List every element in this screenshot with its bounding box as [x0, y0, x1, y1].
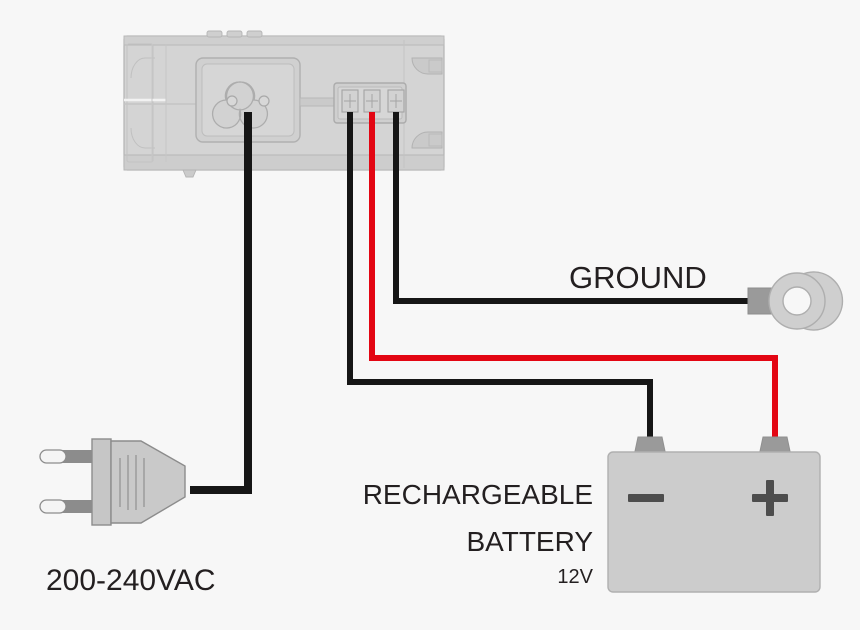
plug-body: [110, 440, 186, 524]
battery-label-line1: RECHARGEABLE: [363, 479, 593, 510]
psu-right-slot-top: [428, 59, 443, 73]
psu-bottom-foot: [182, 169, 197, 178]
plug-pin-upper-tip: [39, 449, 67, 464]
battery-plus-symbol-vertical: [766, 480, 774, 516]
ground-label: GROUND: [569, 260, 707, 295]
wire-harness: [190, 112, 778, 494]
plug-flange: [91, 438, 112, 526]
ac-mains-wire: [190, 112, 252, 494]
battery-negative-wire: [347, 112, 653, 440]
c8-socket-hole-right: [258, 95, 270, 107]
ac-supply-label: 200-240VAC: [46, 564, 216, 597]
psu-left-arc-bottom: [130, 127, 155, 149]
psu-center-tab: [299, 97, 337, 107]
battery-voltage-label: 12V: [557, 566, 593, 588]
psu-left-arc-top: [130, 57, 155, 79]
psu-left-endcap: [126, 43, 154, 163]
psu-top-nub: [246, 30, 263, 38]
psu-top-nub: [226, 30, 243, 38]
psu-right-slot-bottom: [428, 133, 443, 147]
ring-terminal-hole: [782, 286, 812, 316]
psu-right-bracket-bottom: [411, 131, 443, 149]
ac-mains-plug: [39, 438, 186, 526]
c8-socket-icon: [211, 81, 270, 129]
plug-pin-lower-tip: [39, 499, 67, 514]
battery-minus-symbol: [628, 494, 664, 502]
psu-right-bracket-top: [411, 57, 443, 75]
battery-case: [607, 451, 821, 593]
battery-positive-wire: [369, 112, 778, 440]
c8-socket-hole-left: [226, 95, 238, 107]
ground-ring-terminal: [747, 271, 844, 331]
psu-bottom-rail: [123, 154, 445, 171]
power-supply-unit: [123, 30, 445, 178]
ground-wire: [393, 112, 754, 304]
battery-label-line2: BATTERY: [466, 526, 593, 557]
c8-socket-outline: [211, 81, 269, 129]
rechargeable-battery: [607, 436, 821, 593]
psu-top-nub: [206, 30, 223, 38]
psu-top-rail: [123, 35, 445, 46]
